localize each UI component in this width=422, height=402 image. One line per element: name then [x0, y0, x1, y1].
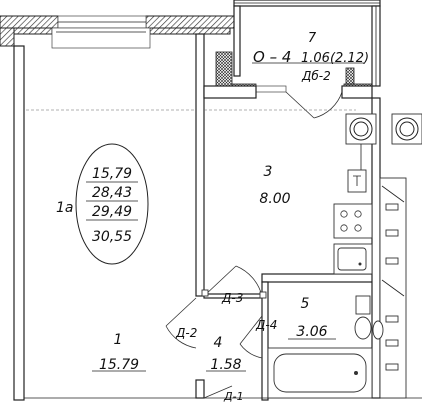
room-1a-area-4: 30,55: [92, 229, 132, 245]
room-1a-area-3: 29,49: [92, 204, 132, 220]
room-3-number: 3: [264, 164, 273, 180]
door-d4: [239, 315, 263, 359]
door-d4-label: Д-4: [255, 318, 277, 332]
door-d1: [195, 379, 233, 399]
room-4-area: 1.58: [210, 357, 241, 373]
room-1-number: 1: [114, 332, 123, 348]
toilet-icon: [354, 295, 372, 340]
room-5-number: 5: [301, 296, 310, 312]
room-3-area: 8.00: [259, 191, 290, 207]
bathtub-icon: [267, 347, 373, 399]
facade-column: [379, 177, 407, 399]
interior-walls: [24, 33, 422, 401]
loggia-label: О – 4: [253, 48, 291, 66]
stove-icon: [333, 203, 373, 239]
room-5-area: 3.06: [296, 324, 327, 340]
top-exterior-wall: [0, 15, 235, 47]
room-7-number: 7: [308, 31, 317, 46]
door-d2-label: Д-2: [175, 326, 197, 340]
kitchen-sink-icon: [333, 243, 373, 275]
room-1-area: 15.79: [99, 357, 139, 373]
loggia-area: 1.06(2.12): [301, 51, 369, 66]
room-1a-area-1: 15,79: [92, 166, 132, 182]
room-1a-area-2: 28,43: [92, 185, 132, 201]
washbasin-icon: [372, 320, 384, 340]
room-4-number: 4: [214, 335, 223, 351]
room-1a-area-ellipse: [75, 143, 149, 265]
switch-mark: [259, 291, 267, 299]
door-db2-label: Дб-2: [301, 69, 331, 83]
door-d2: [165, 297, 197, 349]
door-d1-label: Д-1: [223, 390, 244, 402]
outlet-mark: [201, 289, 209, 297]
pipe-riser-icon: [347, 144, 367, 193]
door-d3-label: Д-3: [221, 291, 243, 305]
ventilation-shaft-icon: [345, 113, 422, 145]
window-room-1: [51, 15, 151, 49]
room-1a-number: 1а: [56, 200, 74, 216]
left-exterior-wall: [13, 45, 25, 401]
